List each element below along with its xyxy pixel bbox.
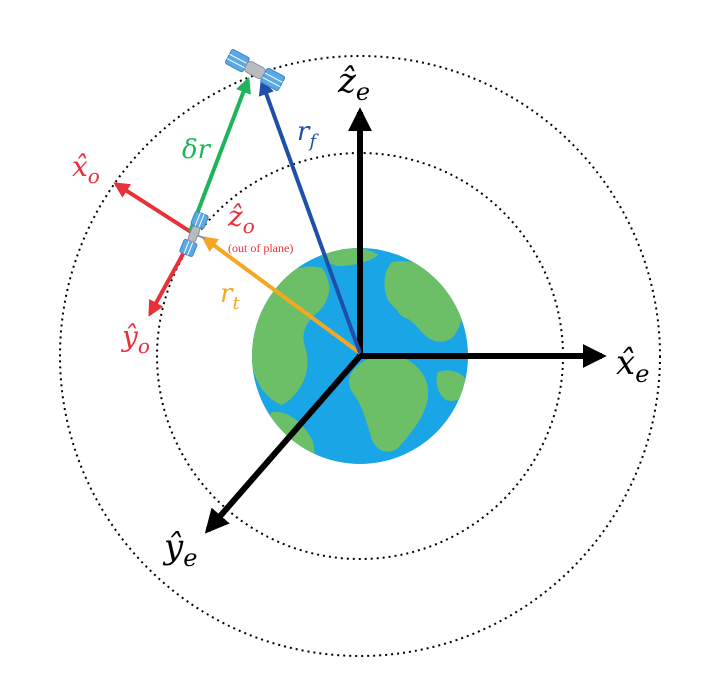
chaser-satellite-icon	[224, 49, 286, 91]
y-e-axis	[204, 354, 363, 534]
x-e-label: x̂e	[616, 343, 649, 388]
z-o-note: (out of plane)	[228, 241, 293, 255]
z-o-label: ẑo	[227, 200, 255, 238]
r-t-label: rt	[220, 279, 240, 314]
outer-orbit	[59, 55, 661, 657]
x-o-label: x̂o	[72, 150, 100, 188]
y-o-label: ŷo	[120, 320, 150, 358]
x-o-axis	[113, 182, 196, 236]
r-f-label: rf	[297, 117, 319, 152]
target-satellite-icon	[179, 211, 209, 257]
y-e-label: ŷe	[162, 527, 197, 572]
z-e-label: ẑe	[337, 61, 370, 106]
r-t-vector	[201, 236, 362, 355]
r-f-vector	[258, 78, 362, 354]
delta-r-label: δr	[182, 135, 212, 165]
delta-r-vector	[188, 77, 251, 233]
